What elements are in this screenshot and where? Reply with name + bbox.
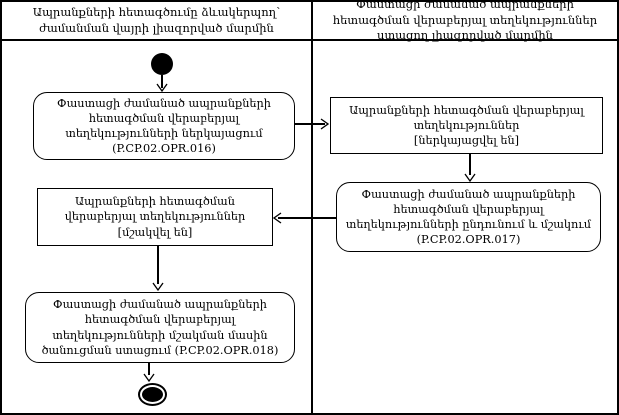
swimlane-header-right: Փաստացի ժամանած ապրանքների հետագծման վեր… (313, 2, 617, 42)
arrowhead-down-icon (464, 173, 476, 182)
activity-018-label: Փաստացի ժամանած ապրանքների հետագծման վեր… (41, 298, 268, 357)
arrowhead-left-icon (273, 212, 282, 224)
activity-016-label: Փաստացի ժամանած ապրանքների հետագծման վեր… (57, 96, 271, 141)
activity-017-label: Փաստացի ժամանած ապրանքների հետագծման վեր… (345, 187, 592, 232)
flow-016-to-object (295, 123, 325, 125)
flow-object-to-018 (157, 246, 159, 284)
object-node-processed: Ապրանքների հետագծման վերաբերյալ տեղեկութ… (37, 188, 273, 246)
flow-017-to-object (278, 217, 336, 219)
flow-object-to-017 (469, 154, 471, 175)
swimlane-title-left: Ապրանքների հետագծումը ձևակերպող՝ ժամանմա… (32, 4, 281, 35)
object-processed-state: [մշակվել են] (117, 225, 193, 239)
object-submitted-state: [ներկայացվել են] (413, 134, 520, 148)
activity-node-018: Փաստացի ժամանած ապրանքների հետագծման վեր… (25, 292, 295, 363)
object-node-submitted: Ապրանքների հետագծման վերաբերյալ տեղեկութ… (330, 97, 603, 154)
final-node-core (142, 387, 163, 402)
arrowhead-down-icon (152, 282, 164, 291)
activity-node-017: Փաստացի ժամանած ապրանքների հետագծման վեր… (336, 182, 601, 252)
arrowhead-down-icon (143, 373, 155, 382)
swimlane-title-right: Փաստացի ժամանած ապրանքների հետագծման վեր… (332, 0, 598, 43)
activity-018-ref: (P.CP.02.OPR.018) (174, 343, 279, 357)
start-node (151, 53, 173, 75)
activity-017-ref: (P.CP.02.OPR.017) (416, 233, 521, 247)
flow-start-to-016 (161, 75, 163, 88)
final-node (138, 383, 167, 406)
arrowhead-right-icon (320, 118, 329, 130)
swimlane-header-left: Ապրանքների հետագծումը ձևակերպող՝ ժամանմա… (2, 2, 311, 39)
activity-016-ref: (P.CP.02.OPR.016) (112, 142, 216, 156)
activity-node-016: Փաստացի ժամանած ապրանքների հետագծման վեր… (33, 92, 295, 160)
header-separator (2, 39, 617, 41)
flow-018-to-final (148, 363, 150, 375)
arrowhead-down-icon (156, 83, 168, 92)
object-submitted-label: Ապրանքների հետագծման վերաբերյալ տեղեկութ… (349, 103, 584, 132)
object-processed-label: Ապրանքների հետագծման վերաբերյալ տեղեկութ… (64, 195, 246, 224)
lane-divider (311, 2, 313, 413)
